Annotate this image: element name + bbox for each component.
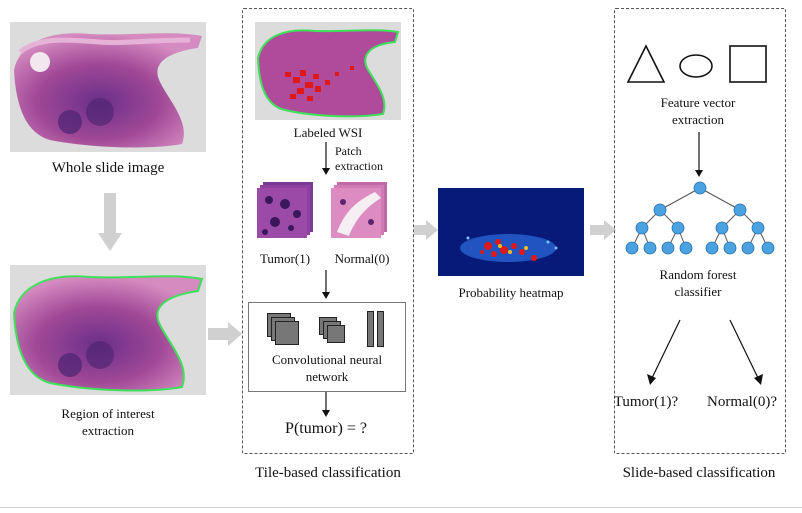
cnn-label: Convolutional neural network <box>249 351 405 385</box>
labeled-wsi-label: Labeled WSI <box>293 125 363 140</box>
feature-line2: extraction <box>672 112 724 127</box>
roi-label-line1: Region of interest <box>61 406 155 421</box>
random-forest-label: Random forest classifier <box>620 266 776 300</box>
cnn-line2: network <box>305 369 349 384</box>
down-arrow <box>98 193 122 251</box>
cnn-layer-1c <box>275 321 299 345</box>
tumor-patch-label: Tumor(1) <box>259 251 311 266</box>
feature-line1: Feature vector <box>660 95 736 110</box>
cnn-layer-2c <box>327 325 345 343</box>
triangle-icon <box>626 44 666 83</box>
tumor-patch <box>257 182 313 238</box>
rf-line1: Random forest <box>659 267 737 282</box>
square-icon <box>729 45 767 83</box>
ellipse-icon <box>679 54 713 78</box>
cnn-fc-1 <box>367 311 374 347</box>
heatmap-label: Probability heatmap <box>458 285 564 300</box>
labeled-wsi-image <box>255 22 401 120</box>
arrow-to-forest <box>695 132 703 177</box>
tile-based-panel <box>242 8 414 454</box>
arrow-labeled-to-patch <box>322 142 330 175</box>
feature-vector-label: Feature vector extraction <box>620 94 776 128</box>
tumor-question-label: Tumor(1)? <box>613 394 679 410</box>
normal-patch-label: Normal(0) <box>334 251 390 266</box>
right-arrow-3 <box>590 220 616 240</box>
slide-section-title: Slide-based classification <box>622 465 776 481</box>
whole-slide-label: Whole slide image <box>51 160 165 176</box>
labeled-tissue <box>256 29 400 118</box>
probability-heatmap <box>438 188 584 276</box>
roi-label-line2: extraction <box>82 423 134 438</box>
bottom-divider <box>0 507 802 508</box>
shape-icons <box>626 44 767 83</box>
heatmap-art <box>438 188 584 276</box>
cnn-fc-2 <box>377 311 384 347</box>
roi-label: Region of interest extraction <box>10 405 206 439</box>
patch-extraction-label: Patch extraction <box>335 144 395 174</box>
arrow-to-cnn <box>322 270 330 299</box>
slide-based-panel <box>614 8 786 454</box>
roi-tissue <box>12 275 204 392</box>
cnn-box: Convolutional neural network <box>248 302 406 392</box>
normal-patch <box>331 182 387 238</box>
cnn-line1: Convolutional neural <box>271 352 383 367</box>
arrow-to-ptumor <box>322 392 330 417</box>
right-arrow-2 <box>414 220 438 240</box>
tissue-image <box>14 33 202 148</box>
random-forest-tree <box>625 181 775 255</box>
rf-line2: classifier <box>674 284 722 299</box>
patch-line2: extraction <box>335 159 383 173</box>
normal-question-label: Normal(0)? <box>707 394 777 410</box>
whole-slide-image <box>10 22 206 152</box>
normal-patch-art <box>331 182 387 238</box>
decision-arrows <box>647 319 763 385</box>
roi-image <box>10 265 206 395</box>
p-tumor-label: P(tumor) = ? <box>285 420 367 437</box>
tile-section-title: Tile-based classification <box>255 465 401 481</box>
tumor-patch-art <box>257 182 313 238</box>
right-arrow-1 <box>208 322 242 346</box>
patch-line1: Patch <box>335 144 362 158</box>
